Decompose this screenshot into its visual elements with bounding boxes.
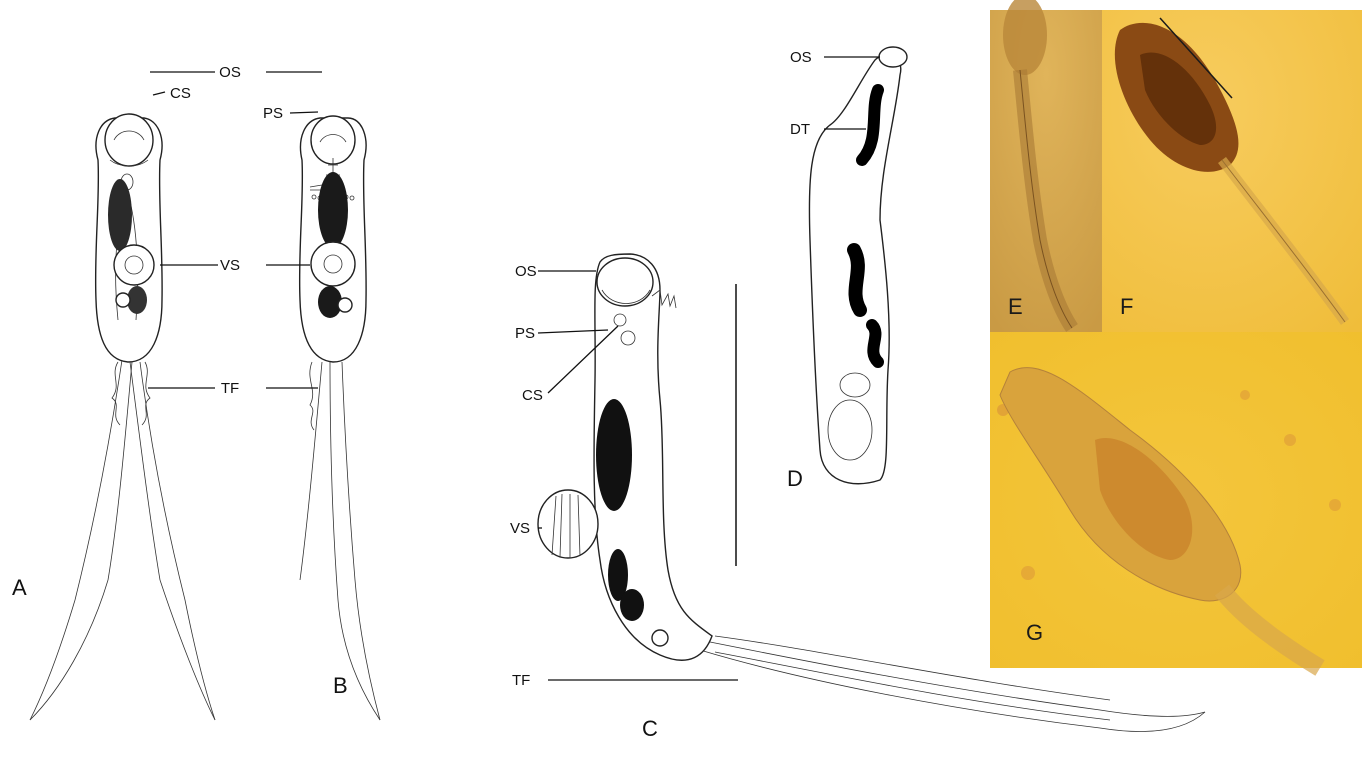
- label-c-vs: VS: [510, 520, 530, 537]
- gland-mass-a: [108, 179, 132, 251]
- label-d-dt: DT: [790, 121, 810, 138]
- oral-sucker-c: [597, 258, 653, 306]
- gland-mass-b: [318, 172, 348, 248]
- drawing-a: [30, 114, 215, 720]
- gland-mass-c: [596, 399, 632, 511]
- label-a-tf: TF: [221, 380, 239, 397]
- panel-label-f: F: [1120, 294, 1133, 319]
- duct-d-2: [854, 250, 860, 310]
- ventral-sucker-c: [538, 490, 598, 558]
- label-c-ps: PS: [515, 325, 535, 342]
- label-c-tf: TF: [512, 672, 530, 689]
- label-c-os: OS: [515, 263, 537, 280]
- drawing-d: [809, 47, 907, 484]
- photo-g: [990, 332, 1362, 668]
- panel-label-c: C: [642, 716, 658, 741]
- panel-label-e: E: [1008, 294, 1023, 319]
- label-b-ps: PS: [263, 105, 283, 122]
- photo-e: [990, 0, 1102, 332]
- leader-lines: [148, 57, 880, 680]
- panel-label-a: A: [12, 575, 27, 600]
- oral-sucker-a: [105, 114, 153, 166]
- photo-f: [1102, 10, 1362, 332]
- label-a-vs: VS: [220, 257, 240, 274]
- drawing-b: [300, 116, 380, 720]
- panel-label-g: G: [1026, 620, 1043, 645]
- panel-label-d: D: [787, 466, 803, 491]
- duct-d-3: [872, 325, 878, 362]
- label-a-os: OS: [219, 64, 241, 81]
- structure-labels: OS CS VS TF PS OS PS CS VS TF OS DT: [170, 49, 812, 689]
- oral-sucker-b: [311, 116, 355, 164]
- label-c-cs: CS: [522, 387, 543, 404]
- label-d-os: OS: [790, 49, 812, 66]
- oral-sucker-d: [879, 47, 907, 67]
- panel-label-b: B: [333, 673, 348, 698]
- ventral-sucker-b: [311, 242, 355, 286]
- label-a-cs: CS: [170, 85, 191, 102]
- ventral-sucker-a: [114, 245, 154, 285]
